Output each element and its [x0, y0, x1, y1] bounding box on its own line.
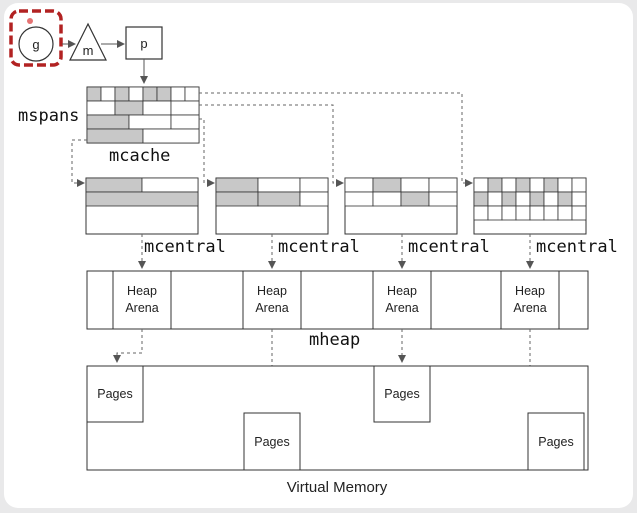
- goroutine-label: g: [32, 37, 39, 52]
- svg-text:Arena: Arena: [255, 301, 288, 315]
- pages-block-3: Pages: [373, 365, 431, 423]
- heap-arena-3: Heap Arena: [372, 270, 432, 330]
- machine-label: m: [83, 43, 94, 58]
- machine-node: [69, 22, 107, 61]
- goroutine-node: [18, 26, 54, 62]
- virtual-memory-box: [86, 365, 589, 471]
- watermark: @稀土掘金技术社区: [523, 485, 622, 499]
- svg-text:Arena: Arena: [513, 301, 546, 315]
- mcentral-block-3: [344, 177, 458, 235]
- heap-arena-1: Heap Arena: [112, 270, 172, 330]
- g-highlight-box: [9, 9, 63, 67]
- svg-text:Pages: Pages: [97, 387, 132, 401]
- pages-block-4: Pages: [527, 412, 585, 471]
- mcache-label: mcache: [109, 146, 170, 166]
- svg-text:Pages: Pages: [538, 435, 573, 449]
- mcentral-label-4: mcentral: [536, 237, 618, 257]
- mcache-to-mcentral-connectors: [71, 92, 473, 187]
- highlight-dot: [27, 18, 33, 24]
- pages-block-2: Pages: [243, 412, 301, 471]
- heap-arena-2: Heap Arena: [242, 270, 302, 330]
- processor-node: [125, 26, 163, 60]
- svg-text:Heap: Heap: [515, 284, 545, 298]
- virtual-memory-label: Virtual Memory: [287, 479, 388, 496]
- mcentral-block-4: [473, 177, 587, 235]
- mspans-label: mspans: [18, 106, 79, 126]
- mcentral-label-2: mcentral: [278, 237, 360, 257]
- svg-text:Arena: Arena: [125, 301, 158, 315]
- heap-arena-4: Heap Arena: [500, 270, 560, 330]
- mcache-block: [86, 86, 200, 144]
- mcentral-block-1: [85, 177, 199, 235]
- svg-text:Heap: Heap: [127, 284, 157, 298]
- pages-block-1: Pages: [86, 365, 144, 423]
- mcentral-block-2: [215, 177, 329, 235]
- svg-text:Heap: Heap: [387, 284, 417, 298]
- mheap-label: mheap: [309, 330, 360, 350]
- svg-text:Pages: Pages: [384, 387, 419, 401]
- processor-label: p: [140, 36, 147, 51]
- svg-text:Heap: Heap: [257, 284, 287, 298]
- mcentral-label-1: mcentral: [144, 237, 226, 257]
- mcentral-label-3: mcentral: [408, 237, 490, 257]
- svg-text:Pages: Pages: [254, 435, 289, 449]
- svg-text:Arena: Arena: [385, 301, 418, 315]
